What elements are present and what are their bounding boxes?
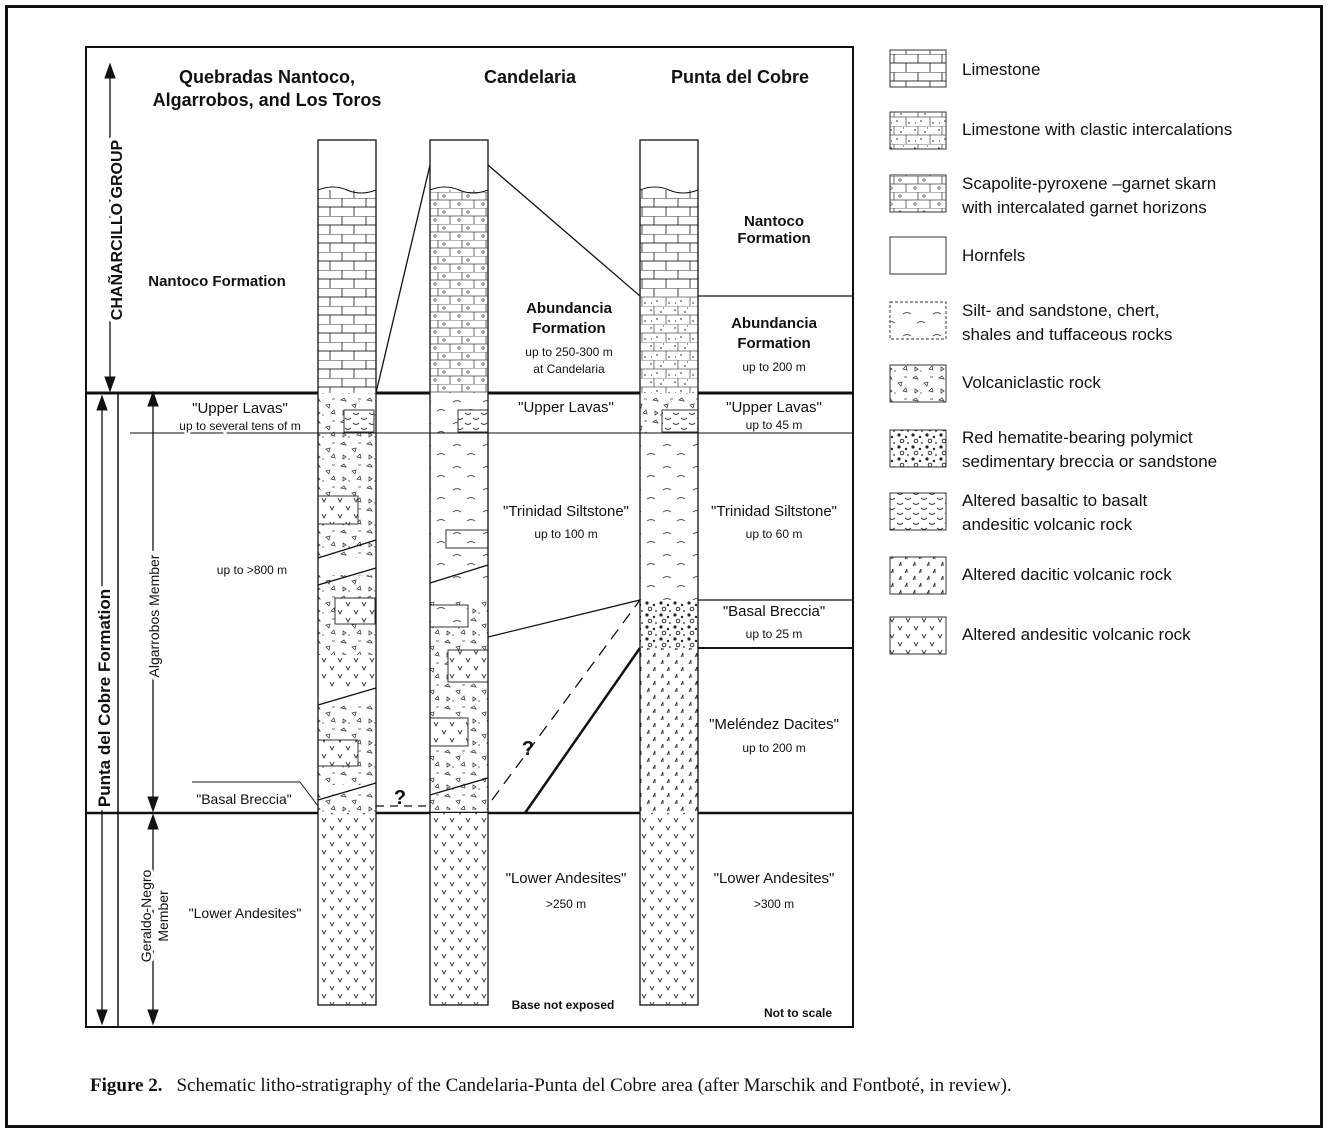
- legend-item-silt: Silt- and sandstone, chert, shales and t…: [889, 301, 1172, 344]
- right-trinidad: "Trinidad Siltstone": [711, 503, 837, 520]
- right-basal-breccia: "Basal Breccia": [723, 603, 825, 620]
- header-middle: Candelaria: [484, 67, 577, 87]
- mid-lower-thickness: >250 m: [546, 897, 586, 911]
- right-upper-lavas-thickness: up to 45 m: [746, 418, 803, 432]
- legend: Limestone Limestone with clastic interca…: [889, 49, 1232, 655]
- legend-item-limestone: Limestone: [889, 49, 1040, 88]
- label-geraldo-line1: Geraldo-Negro: [138, 869, 154, 962]
- left-nantoco: Nantoco Formation: [148, 273, 286, 290]
- right-melendez-thickness: up to 200 m: [742, 741, 805, 755]
- unknown-mark-middle: ?: [522, 738, 534, 760]
- label-geraldo-line2: Member: [155, 890, 171, 942]
- label-algarrobos-member: Algarrobos Member: [146, 554, 162, 677]
- right-upper-lavas: "Upper Lavas": [726, 399, 822, 416]
- right-nantoco-line2: Formation: [737, 230, 810, 247]
- right-abundancia-line1: Abundancia: [731, 315, 817, 332]
- column-middle: [429, 139, 489, 1006]
- right-nantoco-line1: Nantoco: [744, 213, 804, 230]
- legend-label: Volcaniclastic rock: [962, 373, 1101, 392]
- figure-number: Figure 2.: [90, 1075, 163, 1096]
- left-upper-lavas-thickness: up to several tens of m: [179, 419, 300, 433]
- header-right: Punta del Cobre: [671, 67, 809, 87]
- unknown-mark-left: ?: [394, 787, 406, 809]
- right-abundancia-thickness: up to 200 m: [742, 360, 805, 374]
- mid-lower-andesites: "Lower Andesites": [506, 870, 627, 887]
- left-upper-lavas: "Upper Lavas": [192, 400, 288, 417]
- legend-item-basaltic: Altered basaltic to basalt andesitic vol…: [889, 491, 1147, 534]
- legend-label: Silt- and sandstone, chert,: [962, 301, 1160, 320]
- legend-label: Altered basaltic to basalt: [962, 491, 1147, 510]
- left-lower-andesites: "Lower Andesites": [189, 905, 302, 921]
- legend-label: Hornfels: [962, 246, 1025, 265]
- header-left-line1: Quebradas Nantoco,: [179, 67, 355, 87]
- legend-label: Scapolite-pyroxene –garnet skarn: [962, 174, 1216, 193]
- legend-label-2: sedimentary breccia or sandstone: [962, 452, 1217, 471]
- right-basal-thickness: up to 25 m: [746, 627, 803, 641]
- legend-label: Red hematite-bearing polymict: [962, 428, 1193, 447]
- mid-abundancia-thickness-1: up to 250-300 m: [525, 345, 612, 359]
- left-algarrobos-thickness: up to >800 m: [217, 563, 287, 577]
- mid-abundancia-line1: Abundancia: [526, 300, 612, 317]
- left-basal-breccia: "Basal Breccia": [196, 791, 292, 807]
- column-right: [639, 139, 699, 1006]
- legend-label-2: with intercalated garnet horizons: [961, 198, 1207, 217]
- mid-upper-lavas: "Upper Lavas": [518, 399, 614, 416]
- right-abundancia-line2: Formation: [737, 335, 810, 352]
- legend-item-dacitic: Altered dacitic volcanic rock: [889, 556, 1172, 595]
- mid-trinidad: "Trinidad Siltstone": [503, 503, 629, 520]
- legend-label-2: andesitic volcanic rock: [962, 515, 1133, 534]
- right-trinidad-thickness: up to 60 m: [746, 527, 803, 541]
- legend-item-limestone-clastic: Limestone with clastic intercalations: [889, 111, 1232, 150]
- right-lower-thickness: >300 m: [754, 897, 794, 911]
- legend-label: Limestone: [962, 60, 1040, 79]
- figure-caption-text: Schematic litho-stratigraphy of the Cand…: [176, 1075, 1012, 1096]
- legend-item-skarn: Scapolite-pyroxene –garnet skarn with in…: [889, 174, 1216, 217]
- mid-abundancia-line2: Formation: [532, 320, 605, 337]
- right-lower-andesites: "Lower Andesites": [714, 870, 835, 887]
- legend-item-volcaniclastic: Volcaniclastic rock: [889, 364, 1101, 403]
- label-group: CHAÑARCILLO GROUP: [106, 139, 126, 320]
- side-arrows: [96, 62, 159, 1026]
- legend-item-andesitic: Altered andesitic volcanic rock: [889, 616, 1191, 655]
- legend-item-breccia: Red hematite-bearing polymict sedimentar…: [889, 428, 1217, 471]
- column-left: [317, 139, 377, 1006]
- legend-label-2: shales and tuffaceous rocks: [962, 325, 1172, 344]
- right-melendez: "Meléndez Dacites": [709, 716, 839, 733]
- figure-caption: Figure 2. Schematic litho-stratigraphy of…: [90, 1075, 1310, 1097]
- label-formation: Punta del Cobre Formation: [95, 589, 114, 807]
- mid-base-note: Base not exposed: [512, 998, 615, 1012]
- legend-label: Limestone with clastic intercalations: [962, 120, 1232, 139]
- right-scale-note: Not to scale: [764, 1006, 832, 1020]
- mid-abundancia-thickness-2: at Candelaria: [533, 362, 605, 376]
- legend-label: Altered andesitic volcanic rock: [962, 625, 1191, 644]
- legend-item-hornfels: Hornfels: [889, 236, 1025, 275]
- correlation-lines: [130, 164, 853, 814]
- legend-label: Altered dacitic volcanic rock: [962, 565, 1172, 584]
- mid-trinidad-thickness: up to 100 m: [534, 527, 597, 541]
- header-left-line2: Algarrobos, and Los Toros: [153, 90, 382, 110]
- diagram-box: [85, 46, 854, 1028]
